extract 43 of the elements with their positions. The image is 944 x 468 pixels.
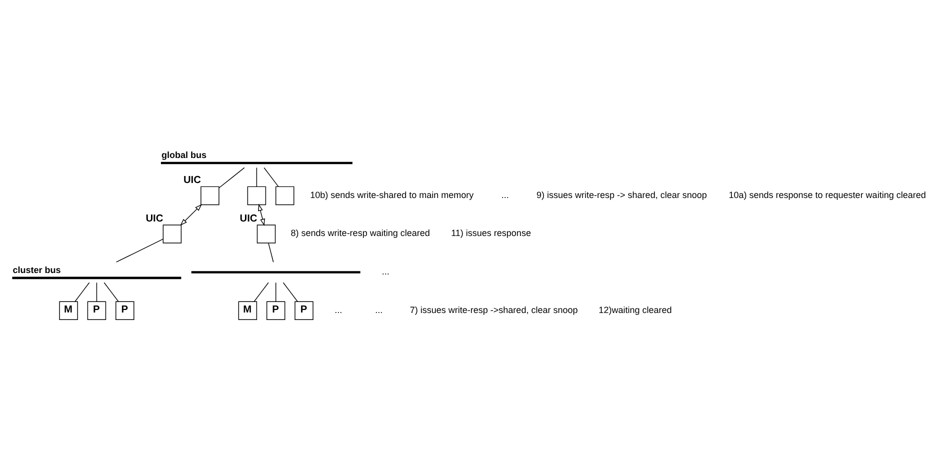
node-box: M xyxy=(59,301,78,320)
node-box xyxy=(275,186,294,206)
node-box: M xyxy=(238,301,258,320)
label: 10a) sends response to requester waiting cleared xyxy=(728,190,926,200)
label: 10b) sends write-shared to main memory xyxy=(310,190,474,200)
connector xyxy=(96,282,98,302)
connector xyxy=(74,282,90,302)
node-box xyxy=(247,186,266,206)
label: ... xyxy=(382,266,390,276)
node-box xyxy=(162,224,182,244)
connector xyxy=(218,167,245,188)
node-label: global bus xyxy=(161,150,206,160)
connector xyxy=(256,167,258,187)
connector xyxy=(104,282,119,302)
label: 11) issues response xyxy=(451,228,531,238)
node-box: P xyxy=(87,301,106,320)
node-box: P xyxy=(116,301,134,320)
node-box xyxy=(256,224,276,244)
label: ... xyxy=(334,304,342,315)
node-bar xyxy=(191,271,360,274)
label: 8) sends write-resp waiting cleared xyxy=(290,228,430,238)
label: 7) issues write-resp ->shared, clear snoop xyxy=(410,304,578,315)
label: ... xyxy=(501,190,509,200)
node-box: P xyxy=(266,301,286,320)
connector xyxy=(264,167,279,187)
label: ... xyxy=(375,304,383,315)
node-label: UIC xyxy=(183,174,201,186)
node-label: UIC xyxy=(146,213,164,224)
connector xyxy=(116,238,164,262)
label: 9) issues write-resp -> shared, clear snoop xyxy=(536,190,707,200)
node-label: cluster bus xyxy=(12,264,61,275)
connector xyxy=(268,242,274,262)
arrow xyxy=(258,204,265,226)
node-label: UIC xyxy=(240,213,258,224)
connector xyxy=(282,282,298,302)
node-box xyxy=(12,276,182,280)
arrow xyxy=(180,204,202,226)
node-box: P xyxy=(294,301,314,320)
node-box xyxy=(200,186,220,206)
connector xyxy=(254,282,269,302)
node-box xyxy=(160,162,352,164)
connector xyxy=(275,282,276,302)
label: 12)waiting cleared xyxy=(598,304,672,315)
